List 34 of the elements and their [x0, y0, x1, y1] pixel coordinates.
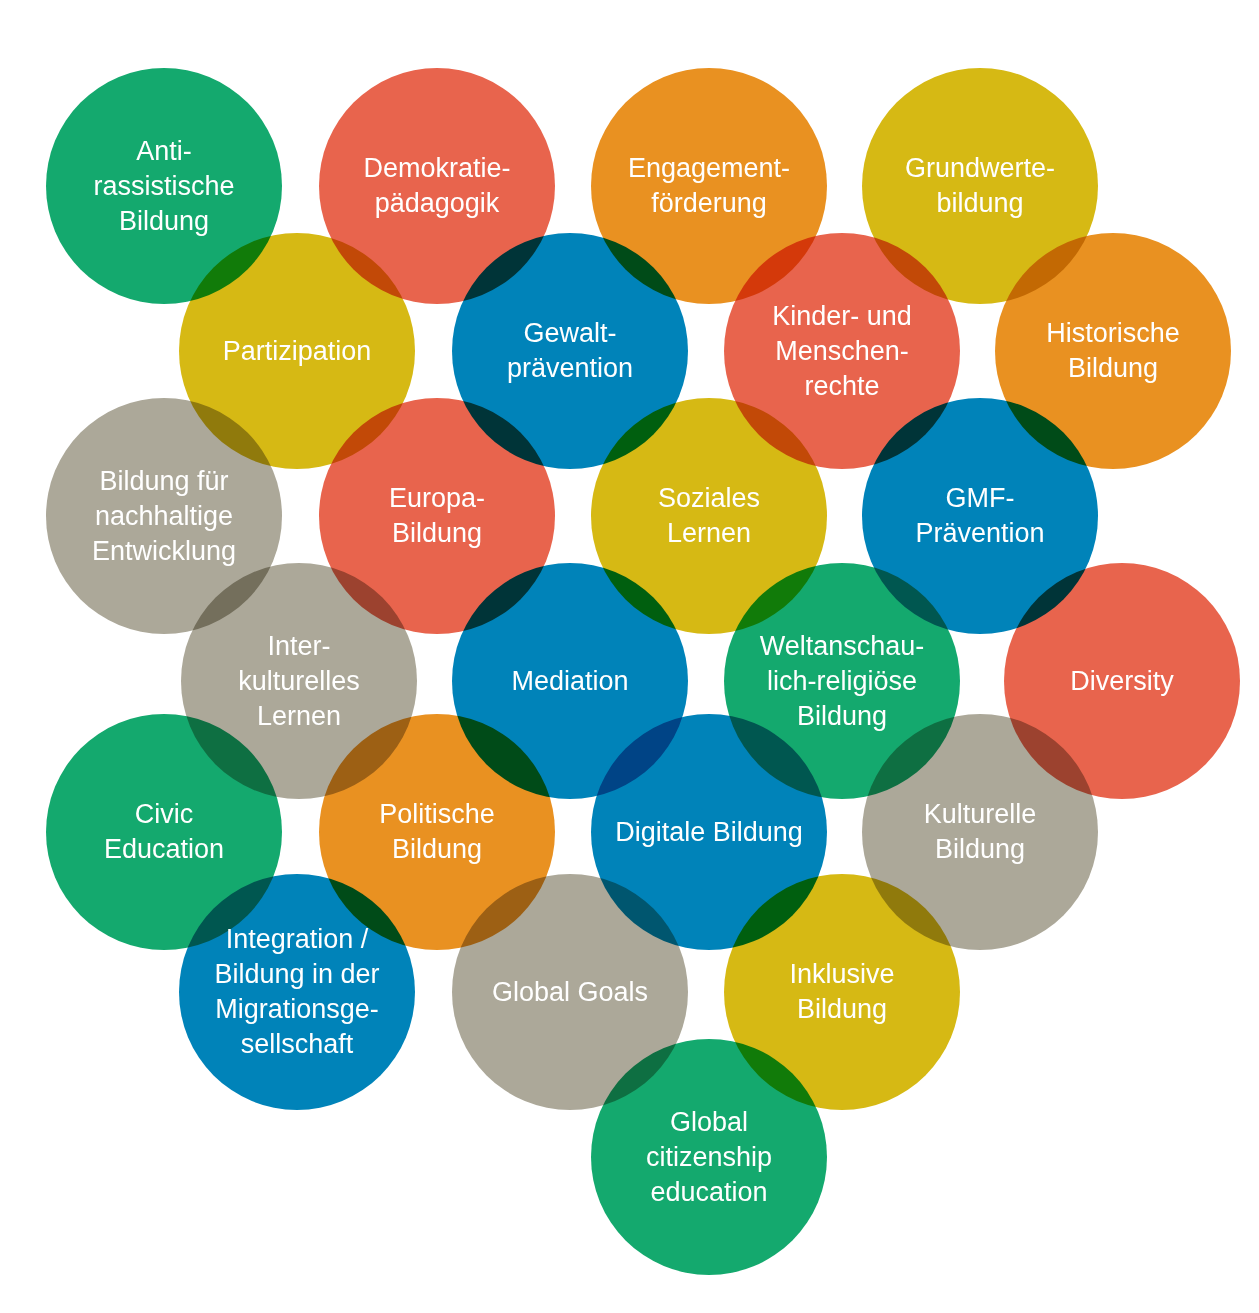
topic-label: Inter- kulturelles Lernen	[237, 629, 361, 733]
topic-circle	[995, 233, 1231, 469]
topic-circle	[179, 874, 415, 1110]
topic-label: Global citizenship education	[644, 1105, 774, 1209]
topic-label: Grundwerte- bildung	[903, 152, 1057, 220]
topic-circle	[724, 874, 960, 1110]
topic-label: Europa- Bildung	[387, 482, 487, 550]
topic-label: Digitale Bildung	[614, 815, 804, 849]
topic-label: Diversity	[1069, 664, 1175, 698]
topic-label: Weltanschau- lich-religiöse Bildung	[758, 629, 926, 733]
topic-label: Civic Education	[102, 798, 226, 866]
topic-circle	[452, 874, 688, 1110]
topic-label: Historische Bildung	[1045, 317, 1181, 385]
topic-label: Mediation	[510, 664, 630, 698]
topic-circle	[591, 398, 827, 634]
topic-label: Kulturelle Bildung	[922, 798, 1038, 866]
topic-label: Politische Bildung	[378, 798, 496, 866]
topic-label: Kinder- und Menschen- rechte	[771, 299, 913, 403]
topic-label: Partizipation	[221, 334, 373, 368]
topic-circle	[46, 68, 282, 304]
topic-label: Anti- rassistische Bildung	[92, 134, 236, 238]
topic-circle	[591, 1039, 827, 1275]
topic-label: Integration / Bildung in der Migrationsge- sellschaft	[213, 923, 381, 1061]
topic-circle	[1004, 563, 1240, 799]
topic-circle	[862, 398, 1098, 634]
topic-label: Inklusive Bildung	[788, 958, 896, 1026]
topic-label: Engagement- förderung	[626, 152, 792, 220]
topic-label: Gewalt- prävention	[505, 317, 635, 385]
topic-label: Soziales Lernen	[656, 482, 762, 550]
topic-label: GMF- Prävention	[914, 482, 1046, 550]
topic-label: Demokratie- pädagogik	[362, 152, 512, 220]
topic-circle	[46, 398, 282, 634]
topic-label: Global Goals	[490, 975, 650, 1009]
topic-label: Bildung für nachhaltige Entwicklung	[90, 464, 238, 568]
